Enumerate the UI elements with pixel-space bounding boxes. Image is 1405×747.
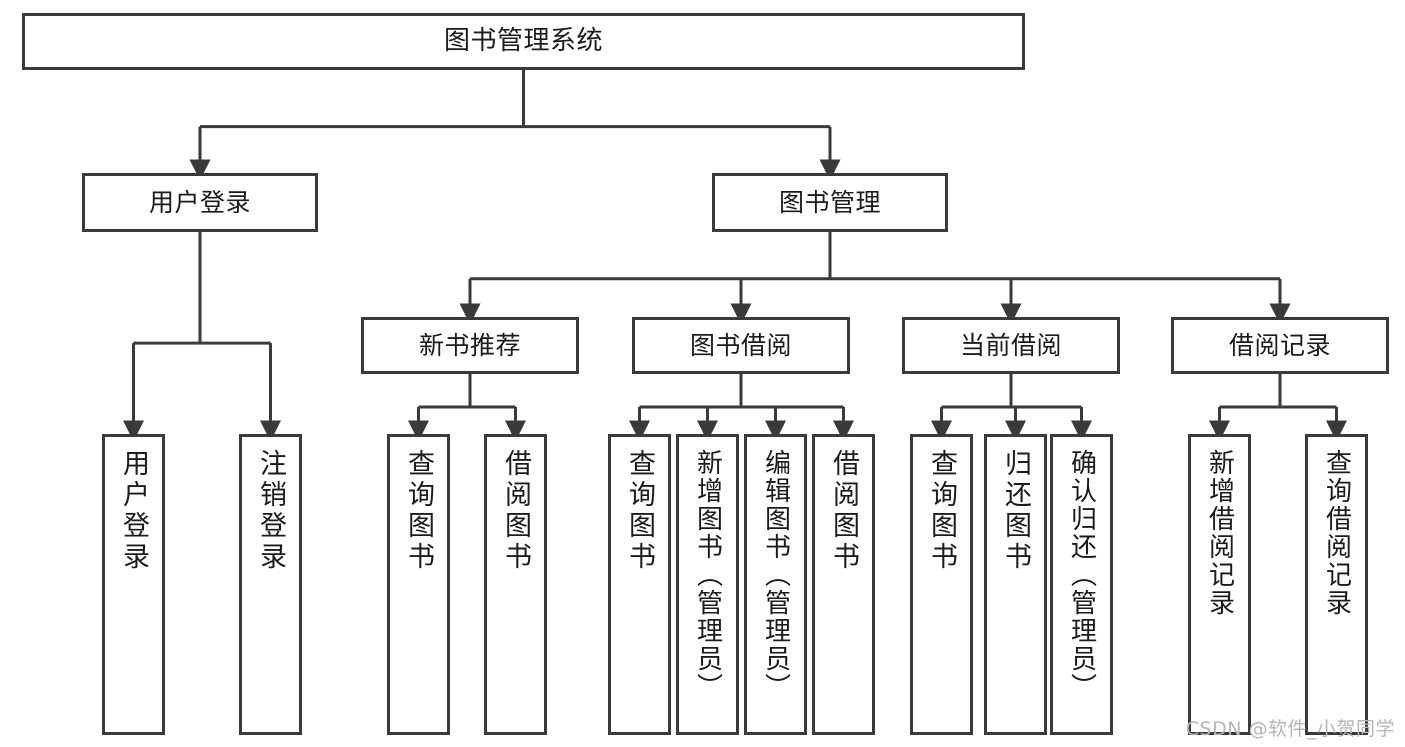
node-l8[interactable]: 借阅图书 [812, 434, 875, 735]
node-label: 当前借阅 [959, 330, 1062, 360]
node-bookmgmt[interactable]: 图书管理 [712, 173, 948, 232]
node-l6[interactable]: 新增图书（管理员） [676, 434, 739, 735]
node-l3[interactable]: 查询图书 [387, 434, 450, 735]
node-current[interactable]: 当前借阅 [902, 317, 1120, 374]
node-borrowbook[interactable]: 图书借阅 [632, 317, 850, 374]
node-label: 图书借阅 [689, 330, 792, 360]
watermark: CSDN @软件_小贺同学 [1185, 718, 1395, 740]
node-label: 编辑图书（管理员） [760, 449, 791, 701]
node-label: 查询借阅记录 [1321, 449, 1352, 617]
node-l11[interactable]: 确认归还（管理员） [1050, 434, 1113, 735]
node-login[interactable]: 用户登录 [82, 173, 318, 232]
node-label: 新增借阅记录 [1204, 449, 1235, 617]
node-l1[interactable]: 用户登录 [102, 434, 165, 735]
node-label: 借阅图书 [500, 449, 531, 573]
node-newbook[interactable]: 新书推荐 [361, 317, 579, 374]
node-label: 图书管理系统 [443, 25, 603, 56]
node-label: 查询图书 [926, 449, 957, 573]
node-label: 借阅记录 [1228, 330, 1331, 360]
node-label: 确认归还（管理员） [1066, 449, 1097, 701]
node-l13[interactable]: 查询借阅记录 [1305, 434, 1368, 735]
node-label: 归还图书 [1000, 449, 1031, 573]
node-records[interactable]: 借阅记录 [1171, 317, 1389, 374]
node-label: 查询图书 [403, 449, 434, 573]
node-root[interactable]: 图书管理系统 [22, 13, 1025, 70]
node-label: 用户登录 [118, 449, 149, 573]
node-label: 借阅图书 [828, 449, 859, 573]
node-label: 用户登录 [148, 187, 251, 217]
node-l2[interactable]: 注销登录 [239, 434, 302, 735]
node-l7[interactable]: 编辑图书（管理员） [744, 434, 807, 735]
node-label: 新增图书（管理员） [692, 449, 723, 701]
node-l12[interactable]: 新增借阅记录 [1188, 434, 1251, 735]
node-l5[interactable]: 查询图书 [608, 434, 671, 735]
node-l10[interactable]: 归还图书 [984, 434, 1047, 735]
node-label: 查询图书 [624, 449, 655, 573]
node-label: 图书管理 [778, 187, 881, 217]
node-label: 新书推荐 [418, 330, 521, 360]
node-l4[interactable]: 借阅图书 [484, 434, 547, 735]
node-l9[interactable]: 查询图书 [910, 434, 973, 735]
node-label: 注销登录 [255, 449, 286, 573]
